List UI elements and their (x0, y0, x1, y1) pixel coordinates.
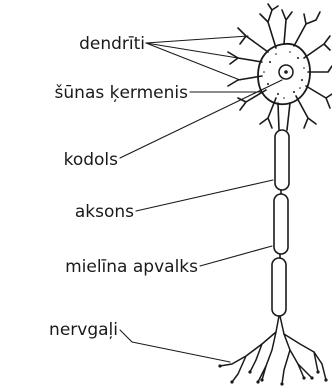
cell-body-texture (263, 51, 305, 99)
leader-myelin (200, 246, 272, 266)
neuron-illustration (218, 4, 332, 386)
label-cell-body: šūnas ķermenis (55, 83, 189, 103)
labels: dendrīti šūnas ķermenis kodols aksons mi… (49, 34, 198, 340)
label-dendrites: dendrīti (79, 34, 145, 54)
cell-body (258, 44, 310, 104)
terminal-boutons (218, 364, 327, 385)
leader-dendrites-1 (146, 36, 248, 43)
nodes-of-ranvier (280, 190, 281, 258)
leader-axon (136, 180, 273, 211)
myelin-sheath (272, 130, 289, 316)
label-myelin-sheath: mielīna apvalks (65, 257, 198, 277)
label-nucleus: kodols (64, 150, 119, 170)
leader-dendrites-2 (146, 43, 238, 58)
nerve-endings (220, 316, 326, 384)
leader-dendrites-3 (146, 43, 240, 80)
leader-nerve-endings (120, 330, 230, 362)
dendrites (228, 4, 332, 128)
axon-hillock (278, 103, 290, 130)
nucleolus (284, 70, 288, 74)
label-nerve-endings: nervgaļi (49, 320, 118, 340)
label-axon: aksons (75, 202, 134, 222)
